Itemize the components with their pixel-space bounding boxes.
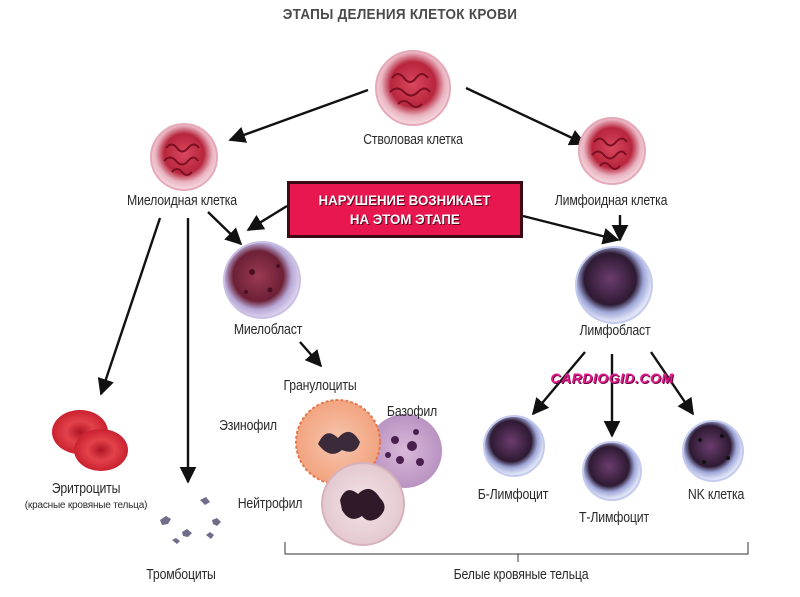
arrow-lymphoblast-to-nk <box>650 351 694 416</box>
stem-cell-icon <box>375 50 451 126</box>
b-lymphocyte-label: Б-Лимфоцит <box>477 486 549 503</box>
erythrocytes-note: (красные кровяные тельца) <box>24 500 148 511</box>
neutrophil-label: Нейтрофил <box>237 495 303 512</box>
granulocytes-label: Гранулоциты <box>283 377 357 394</box>
arrow-alert-to-lymphoblast <box>522 214 620 245</box>
myeloblast-label: Миелобласт <box>233 321 303 338</box>
arrow-lymphoblast-to-b <box>531 351 586 416</box>
t-lymphocyte-label: Т-Лимфоцит <box>579 509 649 526</box>
alert-line-2: НА ЭТОМ ЭТАПЕ <box>350 210 460 227</box>
page-title: ЭТАПЫ ДЕЛЕНИЯ КЛЕТОК КРОВИ <box>282 6 518 23</box>
lymphoblast-label: Лимфобласт <box>579 322 651 339</box>
arrow-stem-to-lymphoid <box>465 86 587 146</box>
b-lymphocyte-icon <box>483 415 545 477</box>
t-lymphocyte-icon <box>582 441 642 501</box>
myeloid-cell-icon <box>150 123 218 191</box>
arrows <box>97 86 694 484</box>
white-cells-bracket <box>284 542 749 562</box>
lymphoblast-icon <box>575 246 653 324</box>
lymphoid-cell-icon <box>578 117 646 185</box>
erythrocytes-label: Эритроциты <box>51 480 121 497</box>
arrow-myeloblast-to-granulocytes <box>299 341 323 368</box>
watermark: CARDIOGID.COM <box>550 370 674 386</box>
alert-line-1: НАРУШЕНИЕ ВОЗНИКАЕТ <box>319 191 491 208</box>
stem-cell-label: Стволовая клетка <box>363 131 463 148</box>
neutrophil-icon <box>321 462 405 546</box>
eosinophil-label: Эзинофил <box>219 417 277 434</box>
white-cells-label: Белые кровяные тельца <box>453 566 589 583</box>
arrow-myeloid-to-myeloblast <box>207 211 243 246</box>
arrow-stem-to-myeloid <box>228 88 369 143</box>
myeloid-cell-label: Миелоидная клетка <box>127 192 237 209</box>
myeloblast-icon <box>223 241 301 319</box>
arrow-alert-to-myeloblast <box>246 204 288 232</box>
nk-cell-label: NK клетка <box>687 486 745 503</box>
basophil-label: Базофил <box>386 403 438 420</box>
alert-box: НАРУШЕНИЕ ВОЗНИКАЕТ НА ЭТОМ ЭТАПЕ <box>287 181 523 238</box>
arrow-myeloid-to-erythrocytes <box>97 217 162 396</box>
platelets-label: Тромбоциты <box>146 566 216 583</box>
platelets-icon <box>160 497 221 544</box>
lymphoid-cell-label: Лимфоидная клетка <box>554 192 668 209</box>
nk-cell-icon <box>682 420 744 482</box>
erythrocyte-icon <box>52 410 128 471</box>
